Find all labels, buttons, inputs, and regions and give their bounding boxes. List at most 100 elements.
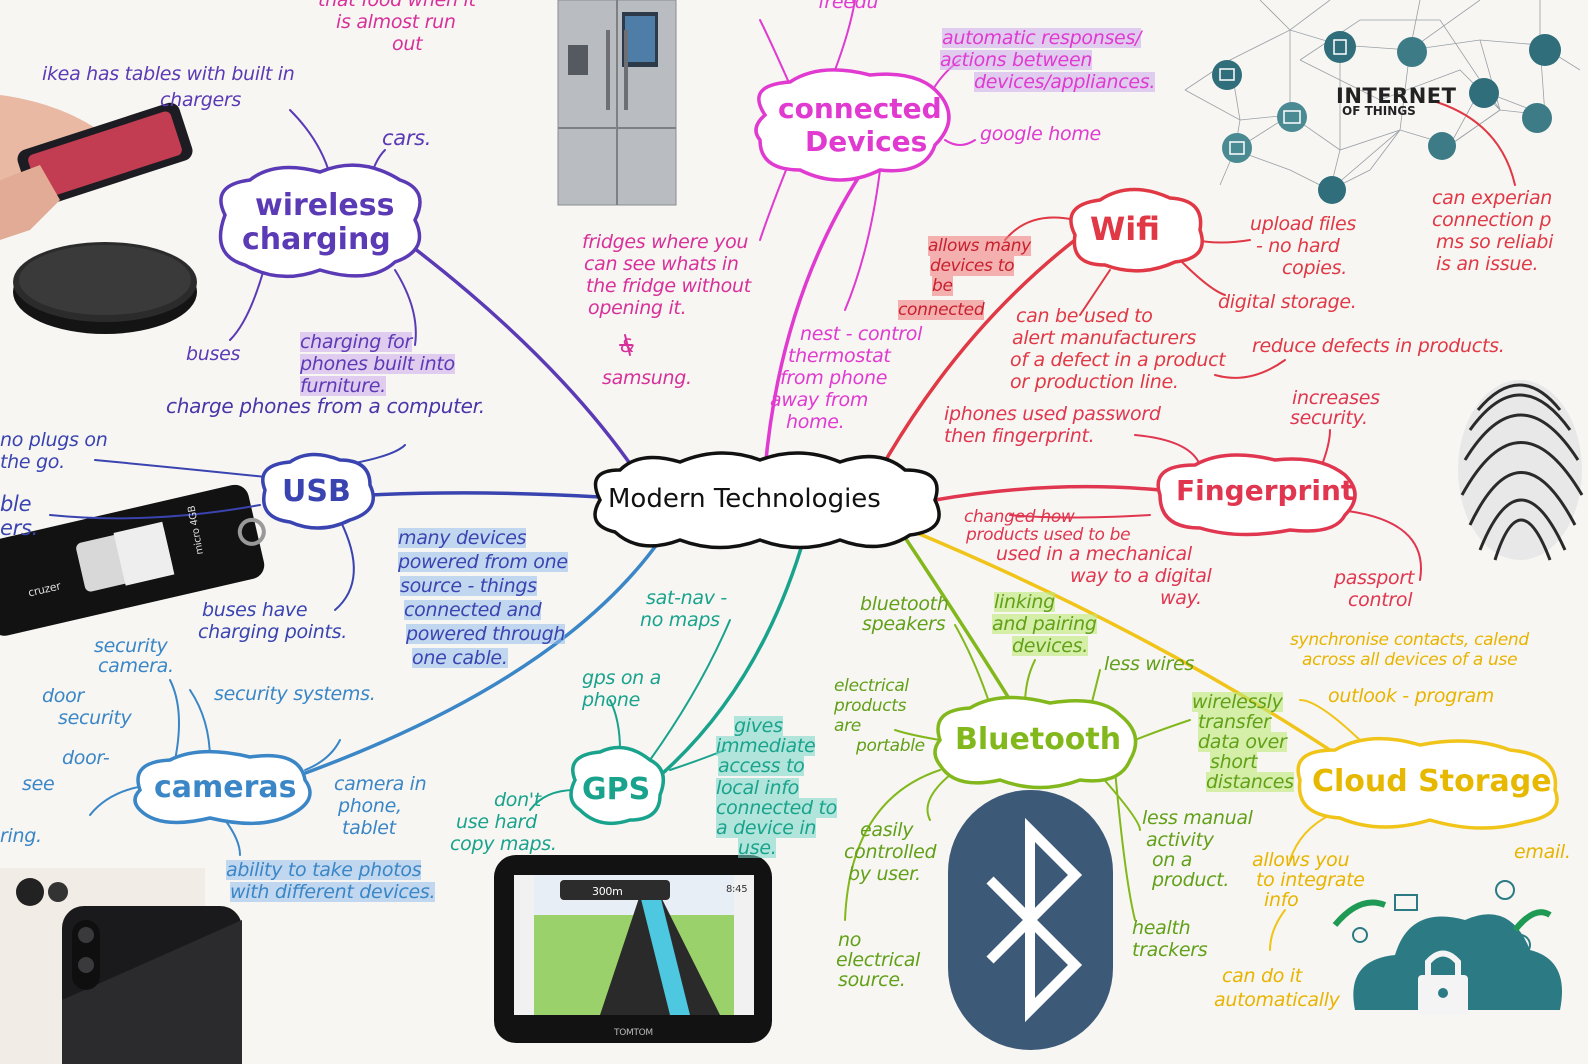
- note-bt-speakers-1: bluetooth: [860, 593, 949, 615]
- note-health-2: trackers: [1132, 939, 1208, 961]
- note-experience-3: ms so reliabi: [1436, 231, 1554, 253]
- note-upload-3: copies.: [1282, 257, 1347, 279]
- note-no-source-2: electrical: [836, 949, 921, 971]
- wifi-title: Wifi: [1090, 210, 1160, 248]
- note-manual-4: product.: [1152, 869, 1230, 891]
- note-no-plugs-1: no plugs on: [0, 429, 108, 451]
- wireless-title-line1: wireless: [255, 188, 395, 223]
- note-ability-2: with different devices.: [230, 881, 436, 903]
- note-dont-use-1: don't: [494, 789, 541, 811]
- note-portable-1: electrical: [834, 676, 909, 696]
- note-top-freedu: freedu: [818, 0, 879, 13]
- iot-logo-line1: INTERNET: [1336, 84, 1457, 108]
- fingerprint-bubble: [1156, 453, 1357, 537]
- note-samsung: samsung.: [602, 367, 692, 389]
- note-door-security-2: security: [58, 707, 132, 729]
- note-ble-2: ers.: [0, 516, 38, 540]
- note-cam-left-2: see: [22, 773, 55, 795]
- note-auto-1: can do it: [1222, 965, 1302, 987]
- note-ble-1: ble: [0, 492, 32, 516]
- note-gives-6: a device in: [716, 817, 817, 839]
- note-cam-left-1: door-: [62, 747, 110, 769]
- note-furniture-1: charging for: [300, 331, 412, 353]
- note-experience-1: can experian: [1432, 187, 1553, 209]
- note-wifi-many-3: be: [932, 276, 953, 296]
- note-changed-2: products used to be: [966, 525, 1131, 545]
- gps-title: GPS: [582, 772, 651, 807]
- note-security-camera-1: security: [94, 635, 168, 657]
- note-sync-2: across all devices of a use: [1302, 650, 1518, 670]
- connector-wireless: [408, 243, 642, 480]
- note-camera-phone-2: phone,: [338, 795, 402, 817]
- note-changed-4: way to a digital: [1070, 565, 1212, 587]
- topic-bubbles: [133, 68, 1559, 830]
- note-gives-2: immediate: [716, 735, 816, 757]
- note-cam-left-3: ring.: [0, 825, 42, 847]
- note-many-devices-3: source - things: [400, 575, 537, 597]
- bluetooth-bubble: [933, 695, 1138, 790]
- note-upload-1: upload files: [1250, 213, 1356, 235]
- note-automatic-2: actions between: [940, 49, 1093, 71]
- note-wirelessly-5: distances: [1206, 771, 1294, 793]
- note-gives-3: access to: [718, 755, 805, 777]
- note-fridge-4: opening it.: [588, 297, 687, 319]
- bluetooth-title: Bluetooth: [955, 722, 1122, 757]
- note-manual-2: activity: [1146, 829, 1214, 851]
- note-security-camera-2: camera.: [98, 655, 174, 677]
- note-furniture-2: phones built into: [300, 353, 455, 375]
- iot-device-icons: [1212, 31, 1561, 204]
- note-automatic-1: automatic responses/: [942, 27, 1142, 49]
- satnav-speed-readout: 300m: [592, 885, 623, 898]
- note-top-food-3: out: [392, 33, 423, 55]
- note-wirelessly-2: transfer: [1198, 711, 1271, 733]
- note-experience-4: is an issue.: [1436, 253, 1539, 275]
- note-satnav-2: no maps: [640, 609, 720, 631]
- branch-connectors: [49, 0, 1516, 951]
- note-changed-3: used in a mechanical: [996, 543, 1192, 565]
- note-linking-2: and pairing: [992, 613, 1097, 635]
- note-sync-1: synchronise contacts, calend: [1290, 630, 1529, 650]
- note-gives-4: local info: [716, 777, 799, 799]
- note-buses: buses: [186, 343, 241, 365]
- note-wirelessly-1: wirelessly: [1192, 691, 1283, 713]
- note-buses-charging-1: buses have: [202, 599, 308, 621]
- note-ikea-tables: ikea has tables with built in: [42, 63, 295, 85]
- wifi-bubble: [1069, 187, 1204, 273]
- note-security-systems: security systems.: [214, 683, 376, 705]
- note-gps-phone-2: phone: [582, 689, 640, 711]
- note-manual-1: less manual: [1142, 807, 1253, 829]
- note-dont-use-3: copy maps.: [450, 833, 557, 855]
- note-no-source-1: no: [838, 929, 862, 951]
- note-automatic-3: devices/appliances.: [974, 71, 1156, 93]
- satnav-image: [494, 855, 772, 1043]
- note-wirelessly-3: data over: [1198, 731, 1287, 753]
- note-integrate-2: to integrate: [1256, 869, 1365, 891]
- charging-pad-image: [13, 242, 197, 334]
- note-alert-4: or production line.: [1010, 371, 1179, 393]
- note-fridge-2: can see whats in: [584, 253, 739, 275]
- note-furniture-3: furniture.: [300, 375, 386, 397]
- note-auto-2: automatically: [1214, 989, 1340, 1011]
- note-security-2: security.: [1290, 407, 1368, 429]
- note-many-devices-1: many devices: [398, 527, 527, 549]
- note-wirelessly-4: short: [1210, 751, 1258, 773]
- note-manual-3: on a: [1152, 849, 1193, 871]
- note-easily-3: by user.: [848, 863, 921, 885]
- note-changed-5: way.: [1160, 587, 1202, 609]
- note-alert-1: can be used to: [1016, 305, 1153, 327]
- fingerprint-image: [1458, 380, 1584, 561]
- note-alert-3: of a defect in a product: [1010, 349, 1226, 371]
- cloud-title: Cloud Storage: [1312, 764, 1552, 799]
- note-no-plugs-2: the go.: [0, 451, 65, 473]
- wireless-title-line2: charging: [242, 222, 391, 257]
- cloud-lock-image: [1332, 880, 1562, 1015]
- fingerprint-title: Fingerprint: [1176, 474, 1355, 507]
- note-buses-charging-2: charging points.: [198, 621, 348, 643]
- satnav-time-readout: 8:45: [726, 884, 748, 895]
- note-portable-4: portable: [856, 736, 925, 756]
- note-fridge-3: the fridge without: [586, 275, 751, 297]
- note-top-food-2: is almost run: [336, 11, 456, 33]
- note-chargers: chargers: [160, 89, 242, 111]
- cloud-bubble: [1296, 736, 1559, 830]
- fridge-image: [557, 0, 677, 206]
